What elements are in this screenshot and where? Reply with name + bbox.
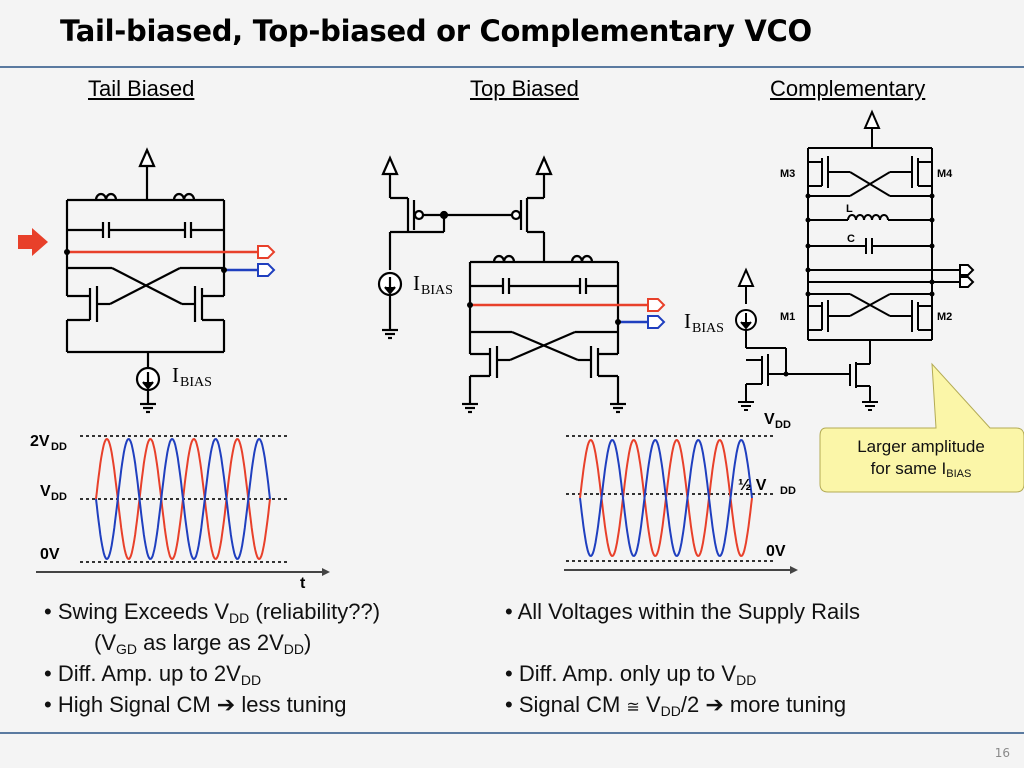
inductor-icon (172, 192, 196, 201)
approx-icon: ≅ (626, 699, 640, 716)
ibias-label: I (684, 309, 691, 333)
bullet-item: • Diff. Amp. only up to VDD (505, 661, 757, 688)
vdd-arrow-icon (863, 109, 881, 129)
column-heading-tail: Tail Biased (88, 76, 195, 101)
m4-label: M4 (937, 168, 953, 180)
output-blue-terminal-icon (647, 315, 666, 329)
top-biased-circuit (377, 155, 626, 414)
m1-label: M1 (780, 311, 795, 323)
tail-biased-circuit (65, 147, 226, 414)
column-heading-top: Top Biased (470, 76, 579, 101)
inductor-icon (492, 254, 516, 263)
slide-title: Tail-biased, Top-biased or Complementary… (60, 14, 812, 48)
label-0v-right: 0V (766, 543, 786, 560)
output-terminal-icon (959, 276, 975, 288)
ibias-label: I (413, 271, 420, 295)
output-red-terminal-icon (647, 298, 666, 312)
bullets-right: • All Voltages within the Supply Rails •… (505, 596, 860, 720)
label-0v: 0V (40, 546, 60, 563)
footer-rule (0, 732, 1024, 734)
label-2vdd: 2V (30, 433, 50, 450)
svg-text:DD: DD (51, 491, 67, 503)
column-heading-complementary: Complementary (770, 76, 926, 101)
output-terminal-icon (959, 264, 975, 276)
label-half-vdd: ½ V (738, 477, 767, 494)
bullet-item: • All Voltages within the Supply Rails (505, 599, 861, 624)
right-arrow-icon: ➔ (216, 692, 236, 717)
m2-label: M2 (937, 311, 952, 323)
vdd-arrow-icon (535, 155, 553, 176)
pointer-arrow-icon (18, 228, 48, 256)
bullet-item: • Swing Exceeds VDD (reliability??) (44, 599, 381, 626)
vdd-arrow-icon (138, 147, 156, 168)
label-vdd: V (40, 483, 51, 500)
bullet-item: • Diff. Amp. up to 2VDD (44, 661, 262, 688)
bullet-item: (VGD as large as 2VDD) (94, 630, 312, 657)
inductor-icon (94, 192, 118, 201)
waveform-left (36, 435, 330, 576)
svg-text:DD: DD (775, 419, 791, 431)
label-vdd-right: V (764, 411, 775, 428)
svg-text:DD: DD (51, 441, 67, 453)
bullet-item: • Signal CM ≅ VDD/2 ➔ more tuning (505, 692, 847, 719)
svg-text:DD: DD (780, 485, 796, 497)
l-label: L (846, 203, 853, 215)
title-rule (0, 66, 1024, 68)
bullets-left: • Swing Exceeds VDD (reliability??) (VGD… (44, 596, 380, 720)
waveform-right (564, 435, 798, 574)
output-red-terminal-icon (257, 245, 276, 259)
ibias-label: I (172, 363, 179, 387)
callout-text: Larger amplitude for same IBIAS (857, 437, 985, 480)
output-blue-terminal-icon (257, 263, 276, 277)
inductor-icon (570, 254, 594, 263)
m3-label: M3 (780, 168, 795, 180)
label-t: t (300, 575, 306, 592)
vdd-arrow-icon (381, 155, 399, 176)
ibias-sub: BIAS (180, 375, 212, 390)
inductor-icon (847, 214, 889, 221)
right-arrow-icon: ➔ (705, 692, 724, 717)
c-label: C (847, 233, 855, 245)
ibias-sub: BIAS (421, 283, 453, 298)
page-number: 16 (994, 746, 1010, 760)
complementary-circuit (735, 109, 975, 411)
ibias-sub: BIAS (692, 321, 724, 336)
bullet-item: • High Signal CM ➔ less tuning (44, 692, 347, 717)
callout-balloon (819, 362, 1024, 493)
vdd-arrow-icon (737, 267, 755, 287)
